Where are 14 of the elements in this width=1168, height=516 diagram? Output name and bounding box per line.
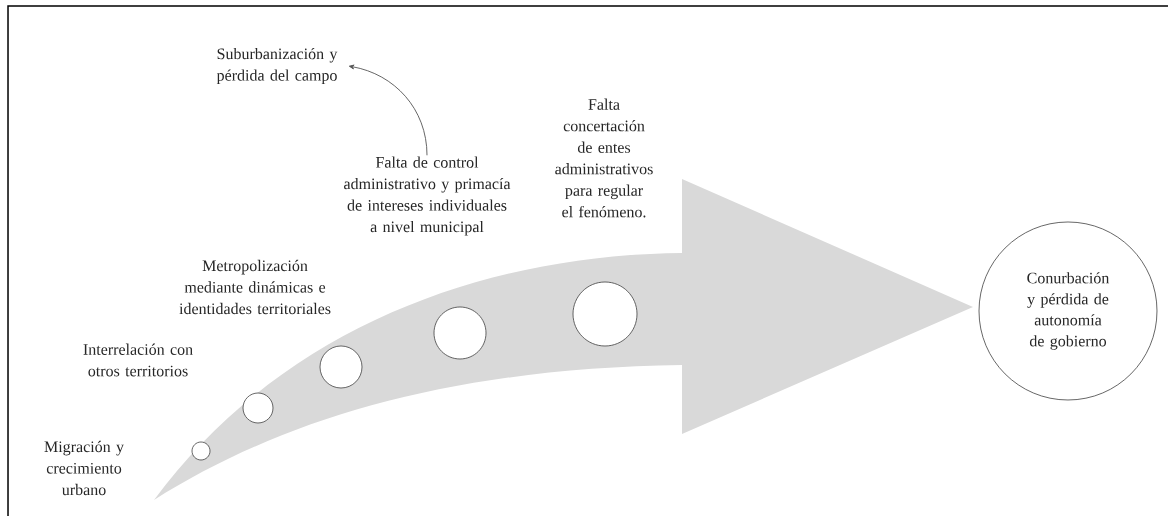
text-label: Falta concertación de entes administrativos para regular el fenómeno. — [555, 98, 653, 218]
circle-marker — [319, 345, 363, 389]
arrow — [348, 64, 428, 156]
text-label: Suburbanización y pérdida del campo — [216, 48, 338, 84]
text-label: Metropolización mediante dinámicas e identidades territoriales — [179, 259, 331, 315]
curved-arrow — [154, 179, 973, 500]
circle-node: Conurbación y pérdida de autonomía de gobierno — [978, 221, 1158, 401]
circle-marker — [433, 306, 487, 360]
text-label: Migración y crecimiento urbano — [44, 440, 124, 496]
circle-marker — [191, 441, 211, 461]
circle-marker — [572, 281, 638, 347]
text-label: Falta de control administrativo y primacía de intereses individuales a nivel municipal — [344, 156, 511, 236]
circle-marker — [242, 392, 274, 424]
text-label: Interrelación con otros territorios — [83, 343, 193, 377]
